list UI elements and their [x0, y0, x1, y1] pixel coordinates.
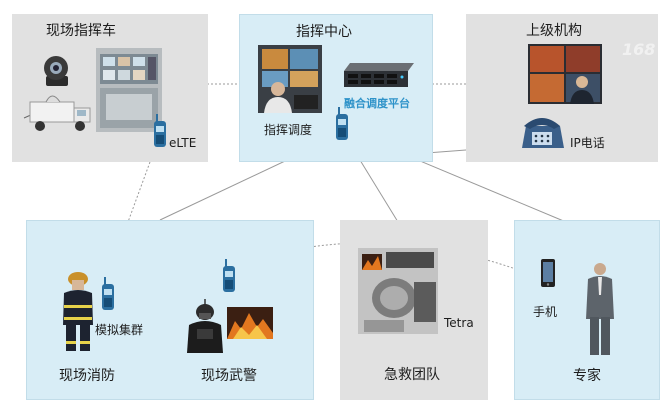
platform-label: 融合调度平台 — [344, 97, 410, 110]
ambulance-interior-icon — [358, 248, 438, 334]
panel-command-vehicle: 现场指挥车 — [12, 14, 208, 162]
operator-icon — [258, 45, 322, 113]
mobile-label: 手机 — [533, 305, 558, 319]
analog-cluster-label: 模拟集群 — [95, 323, 144, 337]
control-room-icon — [96, 48, 162, 132]
walkie-talkie-icon — [153, 114, 167, 148]
tetra-label: Tetra — [444, 316, 474, 330]
panel-title: 指挥中心 — [296, 24, 352, 40]
camera-icon — [36, 52, 76, 88]
panel-title-police: 现场武警 — [201, 368, 257, 384]
panel-fire: 模拟集群 现场消防 现场武警 — [26, 220, 314, 400]
video-wall-icon — [528, 44, 602, 104]
panel-title-fire: 现场消防 — [59, 368, 115, 384]
panel-rescue: Tetra 急救团队 — [340, 220, 488, 400]
walkie-talkie-icon — [101, 277, 115, 311]
soldier-icon — [187, 299, 223, 353]
panel-title-expert: 专家 — [573, 368, 601, 384]
panel-title-rescue: 急救团队 — [384, 367, 440, 383]
ip-phone-icon — [520, 114, 564, 150]
businessman-icon — [585, 261, 615, 357]
panel-expert: 手机 专家 — [514, 220, 660, 400]
panel-title: 现场指挥车 — [46, 23, 116, 39]
watermark: 168 — [622, 40, 656, 59]
dispatch-label: 指挥调度 — [264, 123, 313, 137]
firefighter-icon — [61, 271, 95, 353]
ip-phone-label: IP电话 — [570, 136, 605, 150]
walkie-talkie-icon — [222, 259, 236, 293]
panel-title: 上级机构 — [526, 23, 582, 39]
fire-scene-icon — [227, 307, 273, 339]
broadcast-truck-icon — [20, 88, 94, 134]
panel-command-center: 指挥中心 融合调度平台 指挥调度 — [239, 14, 433, 162]
mobile-phone-icon — [541, 259, 555, 287]
elte-label: eLTE — [169, 136, 197, 150]
panel-superior-agency: 上级机构 168 IP电话 — [466, 14, 658, 162]
walkie-talkie-icon — [335, 107, 349, 141]
server-icon — [344, 63, 414, 89]
